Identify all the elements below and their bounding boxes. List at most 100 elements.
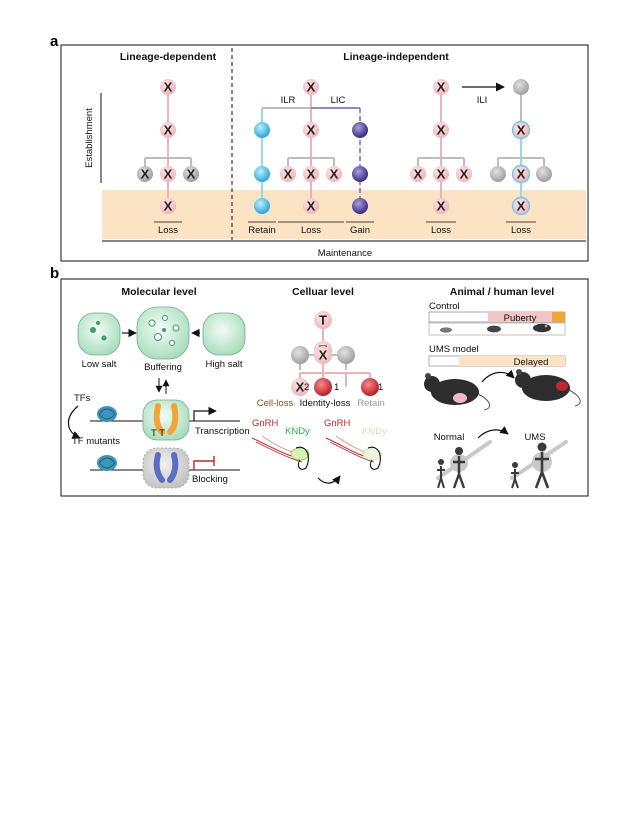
cell-mark: X [164,167,173,182]
cell-mark: X [517,167,526,182]
cell-mark: X [296,380,305,395]
mouse-transition-arrow [481,369,515,383]
tfs-to-mutants-arrow [67,405,81,439]
buffering-cell [136,306,190,360]
purple-cell-node [352,122,368,138]
cell-mark: T [319,313,327,328]
cell-mark: X [437,199,446,214]
pink-cell-node [410,166,426,182]
cell-mark: X [307,80,316,95]
gray-cell-node [337,346,355,364]
cell-mark: X [414,167,423,182]
neuron-schematic-2 [325,435,382,470]
cell-loss-label: Cell-loss [257,398,294,409]
red-cell-node [361,378,379,396]
pink-cell-node [303,198,319,214]
high-salt-cell [202,312,246,356]
pink-cell-node [433,79,449,95]
pink-cell-node [280,166,296,182]
blue-cell-node [254,122,270,138]
outcome-loss-3: Loss [431,225,451,236]
cellular-tree: TTXX [291,311,379,396]
panel-b-frame [60,278,589,497]
identity-loss-label: Identity-loss [300,398,351,409]
ums-model-label: UMS model [429,344,479,355]
panel-a-letter: a [50,33,59,50]
outcome-loss-4: Loss [511,225,531,236]
puberty-label: Puberty [504,313,537,324]
t-marks: T T [151,428,165,439]
lineage-independent-title: Lineage-independent [343,51,449,63]
pink-cell-node [456,166,472,182]
pink-cell-node [303,79,319,95]
panel-a-frame [60,44,589,262]
control-label: Control [429,301,460,312]
animal-title: Animal / human level [450,286,555,298]
kndy-label-2: KNDy [362,426,387,437]
pink-cell-node [160,198,176,214]
outcome-retain: Retain [248,225,275,236]
gray-cell-node [291,346,309,364]
tfs-label: TFs [74,393,91,404]
outcome-loss-2: Loss [301,225,321,236]
low-salt-cell [77,312,121,356]
cell-mark: X [164,199,173,214]
lic-label: LIC [331,95,346,106]
purple-cell-node [352,166,368,182]
gray-cell-node [137,166,153,182]
pink-cell-node [160,166,176,182]
pink-cell-node [433,122,449,138]
purple-cell-node [352,198,368,214]
ums-timeline [428,355,566,367]
cell-mark: X [517,123,526,138]
pink-cell-node [160,79,176,95]
mouse-icon-1 [424,373,491,411]
pink-cell-node [326,166,342,182]
tf-mutants-label: TF mutants [72,436,120,447]
neuron-transition-arrow [317,475,341,485]
count-retain: 1 [378,382,383,393]
identity-ring [511,164,531,184]
identity-ring [511,196,531,216]
cell-mark: X [307,123,316,138]
delayed-label: Delayed [514,357,549,368]
transcription-arrow [193,406,217,421]
gray-cell-node [513,79,529,95]
blocking-label: Blocking [192,474,228,485]
lineage-dependent-title: Lineage-dependent [120,51,217,63]
cell-mark: X [437,123,446,138]
cell-mark: X [319,348,328,363]
pink-cell-node [433,198,449,214]
gray-cell-node [490,166,506,182]
pink-cell-node [160,122,176,138]
blocking-symbol [193,456,215,470]
cellular-title: Celluar level [292,286,354,298]
blue-cell-node [254,198,270,214]
mouse-growth-icons [428,322,566,336]
low-salt-label: Low salt [82,359,117,370]
control-timeline [428,311,566,323]
pink-cell-node [433,166,449,182]
pink-cell-node [303,166,319,182]
pink-cell-node [291,378,309,396]
pink-cell-node [303,122,319,138]
maintenance-band [102,190,586,239]
nucleosome-1 [97,406,117,422]
outcome-labels: Loss Retain Loss Gain Loss Loss [154,221,536,236]
cell-mark: X [437,167,446,182]
cell-mark: X [187,167,196,182]
maintenance-label: Maintenance [318,248,372,259]
cell-mark: X [437,80,446,95]
cell-mark: X [307,167,316,182]
tf-complex-active: T T [142,399,190,441]
neuron-schematic-1 [251,435,310,470]
cell-mark: X [307,199,316,214]
blue-cell-node [254,166,270,182]
cell-mark: X [164,123,173,138]
human-figures [436,440,568,489]
ilr-label: ILR [281,95,296,106]
molecular-title: Molecular level [121,286,196,298]
transcription-label: Transcription [195,426,250,437]
